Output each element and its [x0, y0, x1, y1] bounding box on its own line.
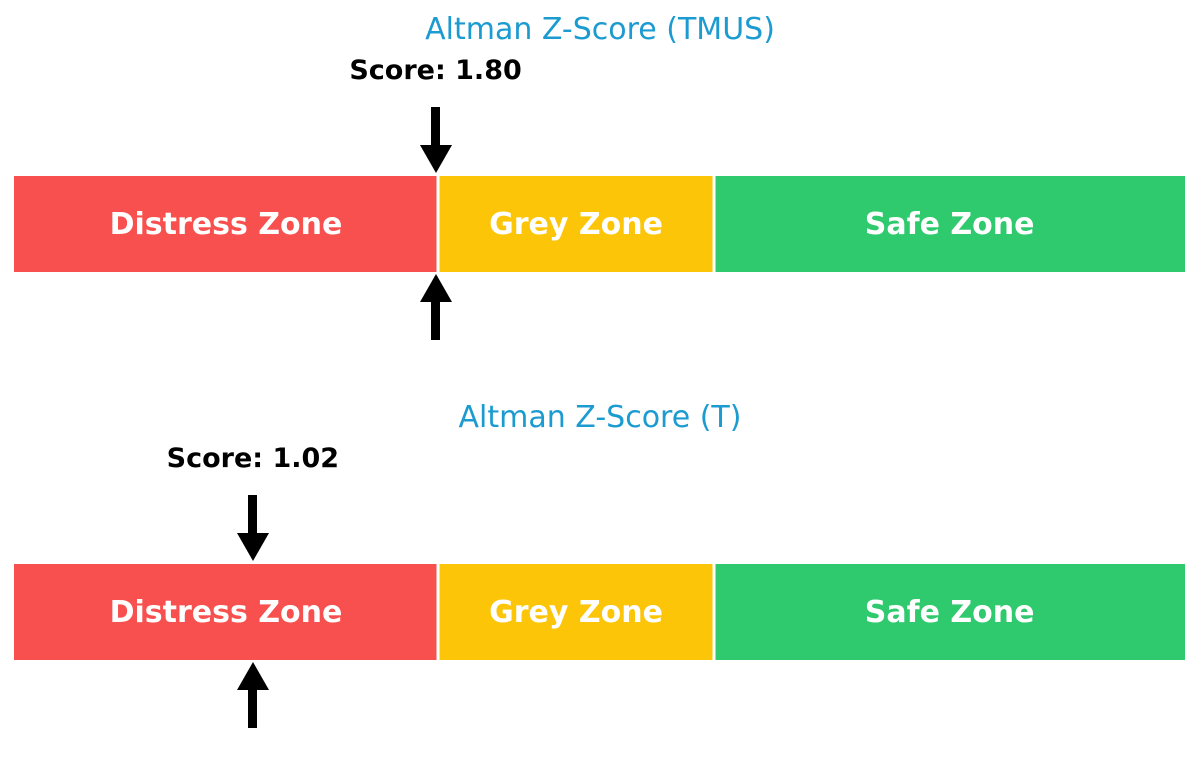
zone-separator: [712, 564, 716, 660]
zone-label: Grey Zone: [489, 594, 663, 630]
zone-segment-distress-zone: Distress Zone: [14, 176, 438, 272]
zscore-chart-tmus: Altman Z-Score (TMUS) Score: 1.80 Distre…: [14, 12, 1185, 340]
zone-segment-safe-zone: Safe Zone: [714, 564, 1185, 660]
arrow-shaft: [431, 107, 441, 145]
zone-separator: [436, 564, 440, 660]
zone-segment-safe-zone: Safe Zone: [714, 176, 1185, 272]
chart-title: Altman Z-Score (TMUS): [425, 12, 775, 47]
score-pointer-up-arrow-icon: [236, 662, 269, 728]
chart-title: Altman Z-Score (T): [458, 400, 742, 435]
arrow-head: [236, 662, 269, 690]
arrow-head: [236, 533, 269, 561]
zone-bar: Distress Zone Grey Zone Safe Zone: [14, 176, 1185, 272]
arrow-shaft: [248, 690, 258, 728]
arrow-shaft: [431, 302, 441, 340]
score-pointer-down-arrow-icon: [419, 107, 452, 173]
zone-bar: Distress Zone Grey Zone Safe Zone: [14, 564, 1185, 660]
zone-segment-distress-zone: Distress Zone: [14, 564, 438, 660]
zone-label: Distress Zone: [109, 594, 343, 630]
zone-separator: [436, 176, 440, 272]
zone-label: Grey Zone: [489, 206, 663, 242]
score-pointer-up-arrow-icon: [419, 274, 452, 340]
score-label: Score: 1.80: [349, 55, 522, 86]
arrow-head: [419, 145, 452, 173]
arrow-head: [419, 274, 452, 302]
zone-label: Safe Zone: [864, 206, 1035, 242]
zone-label: Safe Zone: [864, 594, 1035, 630]
zscore-chart-t: Altman Z-Score (T) Score: 1.02 Distress …: [0, 388, 1200, 774]
zone-segment-grey-zone: Grey Zone: [437, 176, 715, 272]
zone-separator: [712, 176, 716, 272]
arrow-shaft: [248, 495, 258, 533]
zone-segment-grey-zone: Grey Zone: [437, 564, 715, 660]
score-label: Score: 1.02: [166, 443, 340, 474]
score-pointer-down-arrow-icon: [236, 495, 269, 561]
zone-label: Distress Zone: [109, 206, 343, 242]
